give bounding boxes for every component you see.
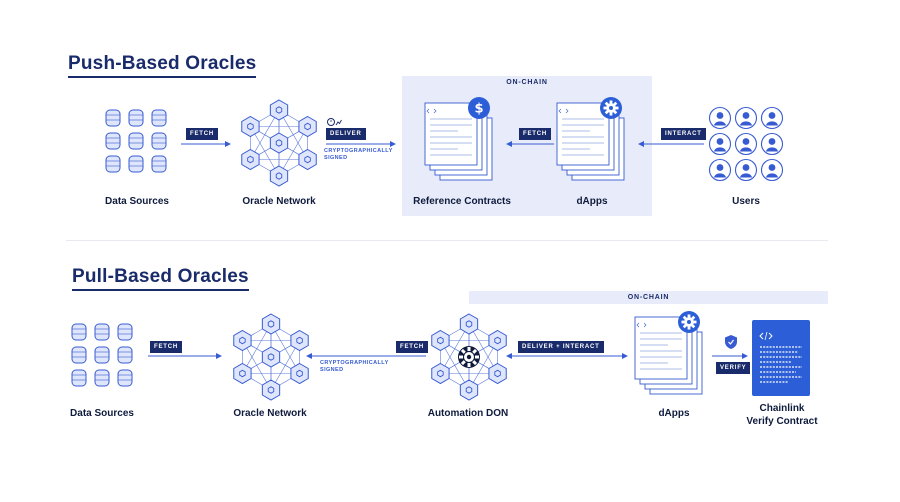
push-fetch-arrow (181, 141, 231, 147)
database-icon (128, 155, 144, 173)
network-node-icon (290, 362, 309, 385)
gear-icon (458, 346, 480, 368)
network-node-icon (298, 148, 317, 171)
user-icon (760, 132, 784, 156)
verify-contract-label: Chainlink Verify Contract (740, 402, 824, 428)
push-oracle-network-icon (241, 99, 317, 187)
network-node-icon (261, 346, 281, 368)
pull-section-title: Pull-Based Oracles (72, 266, 249, 291)
database-icon (151, 109, 167, 127)
pull-verify-tag: VERIFY (716, 362, 751, 374)
push-users-label: Users (732, 196, 760, 207)
verify-contract-label-line2: Verify Contract (746, 416, 818, 427)
pull-deliver-interact-arrow (506, 353, 628, 359)
push-deliver-tag: DELIVER (326, 128, 366, 140)
pull-deliver-interact-tag: DELIVER + INTERACT (518, 341, 604, 353)
network-node-icon (459, 313, 479, 335)
pull-oracle-network-icon (233, 313, 309, 401)
network-node-icon (290, 329, 309, 352)
svg-text:$: $ (474, 102, 483, 117)
pull-dapps-label: dApps (658, 408, 690, 419)
user-icon (734, 106, 758, 130)
pull-fetch2-arrow (306, 353, 426, 359)
gear-badge-icon (600, 97, 622, 119)
user-icon (708, 158, 732, 182)
pull-onchain-label: ON-CHAIN (627, 294, 670, 301)
push-crypto-note: CRYPTOGRAPHICALLY SIGNED (324, 148, 393, 161)
network-node-icon (261, 313, 281, 335)
dollar-badge-icon: $ (468, 97, 490, 119)
network-node-icon (233, 329, 252, 352)
user-icon (708, 106, 732, 130)
network-node-icon (298, 115, 317, 138)
database-icon (128, 132, 144, 150)
network-node-icon (488, 329, 507, 352)
network-node-icon (241, 115, 260, 138)
pull-data-sources-icon (71, 323, 133, 387)
database-icon (151, 155, 167, 173)
network-node-icon (241, 148, 260, 171)
user-icon (734, 132, 758, 156)
push-oracle-network-label: Oracle Network (242, 196, 316, 207)
pull-fetch-arrow (148, 353, 222, 359)
push-dapps-label: dApps (576, 196, 608, 207)
network-node-icon (269, 165, 289, 187)
shield-icon (725, 335, 737, 349)
database-icon (151, 132, 167, 150)
network-node-icon (431, 362, 450, 385)
pull-crypto-note: CRYPTOGRAPHICALLY SIGNED (320, 360, 389, 373)
user-icon (708, 132, 732, 156)
push-fetch2-tag: FETCH (519, 128, 551, 140)
user-icon (734, 158, 758, 182)
database-icon (105, 132, 121, 150)
push-fetch2-arrow (506, 141, 554, 147)
push-reference-contracts-label: Reference Contracts (413, 196, 511, 207)
pull-onchain-band (469, 291, 828, 304)
pull-data-sources-label: Data Sources (70, 408, 134, 419)
network-node-icon (233, 362, 252, 385)
push-onchain-label: ON-CHAIN (506, 79, 548, 86)
database-icon (105, 109, 121, 127)
stopwatch-icon (327, 118, 342, 126)
gear-badge-icon (678, 311, 700, 333)
document-icon (556, 102, 610, 166)
user-icon (760, 158, 784, 182)
push-users-icon (708, 106, 784, 182)
push-interact-tag: INTERACT (661, 128, 706, 140)
network-node-icon (261, 379, 281, 401)
database-icon (128, 109, 144, 127)
network-node-icon (269, 99, 289, 121)
automation-don-icon (431, 313, 507, 401)
document-icon (424, 102, 478, 166)
push-interact-arrow (638, 141, 704, 147)
pull-fetch2-tag: FETCH (396, 341, 428, 353)
pull-verify-arrow (712, 353, 748, 359)
push-deliver-arrow (326, 141, 396, 147)
verify-contract-label-line1: Chainlink (759, 403, 805, 414)
automation-don-label: Automation DON (427, 408, 509, 419)
pull-fetch-tag: FETCH (150, 341, 182, 353)
push-section-title: Push-Based Oracles (68, 53, 257, 78)
pull-dapps-icon (634, 311, 703, 395)
code-icon (759, 331, 773, 341)
document-icon (634, 316, 688, 380)
network-node-icon (431, 329, 450, 352)
network-node-icon (488, 362, 507, 385)
push-fetch-tag: FETCH (186, 128, 218, 140)
push-data-sources-icon (105, 109, 167, 173)
push-data-sources-label: Data Sources (105, 196, 169, 207)
network-node-icon (459, 379, 479, 401)
section-divider (66, 240, 828, 241)
database-icon (105, 155, 121, 173)
push-reference-contracts-icon: $ (424, 97, 493, 181)
pull-oracle-network-label: Oracle Network (233, 408, 307, 419)
verify-contract-icon (752, 320, 810, 396)
network-node-icon (269, 132, 289, 154)
user-icon (760, 106, 784, 130)
push-dapps-icon (556, 97, 625, 181)
